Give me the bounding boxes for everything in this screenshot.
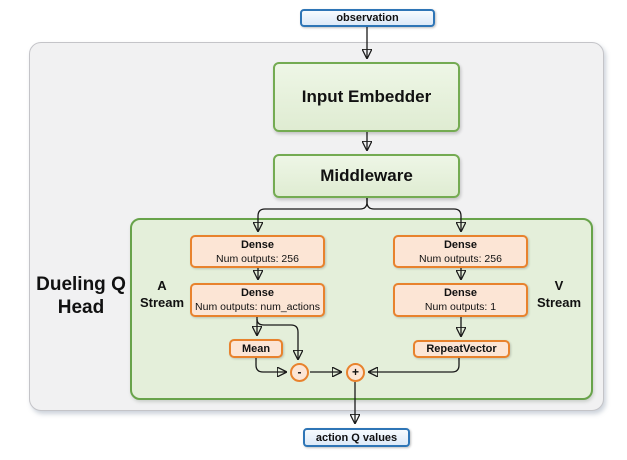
a-stream-dense-1-node: Dense Num outputs: 256 <box>190 235 325 268</box>
v-stream-label: V Stream <box>533 277 585 311</box>
dueling-q-head-label: Dueling Q Head <box>30 273 132 319</box>
v-stream-dense-2-node: Dense Num outputs: 1 <box>393 283 528 317</box>
a-stream-label-line1: A <box>157 278 167 293</box>
mean-node: Mean <box>229 339 283 358</box>
input-embedder-node: Input Embedder <box>273 62 460 132</box>
v-stream-label-line1: V <box>554 278 564 293</box>
dense-title: Dense <box>443 238 478 251</box>
dense-subtitle: Num outputs: 1 <box>424 301 497 313</box>
repeat-vector-label: RepeatVector <box>426 343 497 355</box>
dense-title: Dense <box>240 238 275 251</box>
dense-title: Dense <box>240 287 275 299</box>
a-stream-dense-2-node: Dense Num outputs: num_actions <box>190 283 325 317</box>
repeat-vector-node: RepeatVector <box>413 340 510 358</box>
a-stream-label: A Stream <box>136 277 188 311</box>
v-stream-label-line2: Stream <box>536 295 582 310</box>
input-embedder-label: Input Embedder <box>301 87 432 106</box>
dueling-q-head-label-line2: Head <box>57 297 105 318</box>
v-stream-dense-1-node: Dense Num outputs: 256 <box>393 235 528 268</box>
action-q-values-label: action Q values <box>315 431 398 444</box>
dense-title: Dense <box>443 287 478 299</box>
mean-label: Mean <box>241 342 271 355</box>
dueling-q-head-label-line1: Dueling Q <box>36 274 126 295</box>
dense-subtitle: Num outputs: 256 <box>419 252 502 265</box>
observation-node: observation <box>300 9 435 27</box>
dense-subtitle: Num outputs: 256 <box>216 252 299 265</box>
add-operator-node: + <box>346 363 365 382</box>
action-q-values-node: action Q values <box>303 428 410 447</box>
add-label: + <box>351 365 359 379</box>
observation-label: observation <box>336 12 399 24</box>
subtract-label: - <box>297 365 302 379</box>
middleware-label: Middleware <box>320 166 413 185</box>
subtract-operator-node: - <box>290 363 309 382</box>
middleware-node: Middleware <box>273 154 460 198</box>
a-stream-label-line2: Stream <box>139 295 185 310</box>
dense-subtitle: Num outputs: num_actions <box>195 301 320 313</box>
